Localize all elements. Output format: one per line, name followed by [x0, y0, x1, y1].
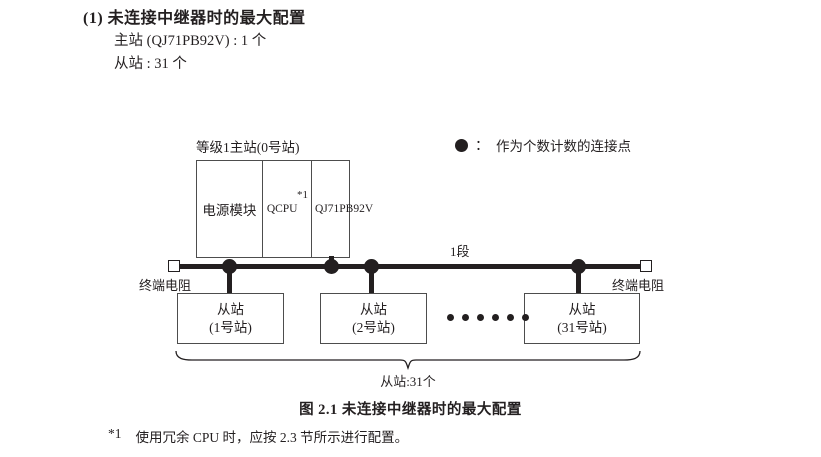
legend: ： 作为个数计数的连接点: [455, 135, 631, 155]
network-module-line1: QJ71: [315, 203, 340, 215]
master-station-label: 等级1主站(0号站): [196, 140, 300, 155]
ellipsis-dot: [462, 314, 469, 321]
legend-separator: ：: [475, 139, 489, 154]
connection-dot: [324, 259, 339, 274]
cpu-footnote-marker: *1: [297, 189, 308, 201]
terminal-resistor-left-icon: [168, 260, 180, 272]
ellipsis-dot: [477, 314, 484, 321]
slave-drop-line: [227, 266, 232, 294]
slave-station-number: (31号站): [557, 319, 607, 335]
legend-label: 作为个数计数的连接点: [496, 139, 631, 154]
slave-station-number: (1号站): [209, 319, 252, 335]
footnote-marker: *1: [108, 426, 122, 441]
brace-icon: [175, 350, 641, 370]
footnote-text: 使用冗余 CPU 时，应按 2.3 节所示进行配置。: [135, 430, 409, 445]
ellipsis-dot: [522, 314, 529, 321]
master-module-box: 电源模块 QCPU *1 QJ71 PB92V: [196, 160, 373, 258]
filled-circle-icon: [455, 138, 468, 152]
ellipsis-dot: [447, 314, 454, 321]
terminal-resistor-left-label: 终端电阻: [139, 278, 192, 293]
section-number: (1): [83, 10, 104, 27]
slave-drop-line: [576, 266, 581, 294]
bus-trunk-line: [176, 264, 646, 269]
slave-station-name: 从站: [360, 301, 387, 317]
slave-count-brace: [175, 350, 641, 370]
section-heading: (1) 未连接中继器时的最大配置: [83, 8, 683, 30]
ellipsis-dot: [507, 314, 514, 321]
slave-station-number: (2号站): [352, 319, 395, 335]
cpu-cell: QCPU *1: [263, 161, 312, 257]
slave-count-label: 从站:31个: [380, 374, 436, 389]
terminal-resistor-right-icon: [640, 260, 652, 272]
heading-line-master: 主站 (QJ71PB92V) : 1 个: [114, 33, 267, 49]
slave-station-name: 从站: [217, 301, 244, 317]
slave-station-box: 从站 (31号站): [524, 293, 640, 344]
page-title: 未连接中继器时的最大配置: [107, 10, 306, 27]
slave-station-box: 从站 (1号站): [177, 293, 284, 344]
network-module-line2: PB92V: [339, 203, 374, 215]
slave-station-box: 从站 (2号站): [320, 293, 427, 344]
ellipsis-dots: [447, 314, 529, 321]
cpu-label: QCPU: [266, 203, 298, 215]
slave-station-name: 从站: [568, 301, 596, 317]
figure-caption: 图 2.1 未连接中继器时的最大配置: [299, 402, 522, 418]
power-supply-cell: 电源模块: [197, 161, 263, 257]
slave-drop-line: [369, 266, 374, 294]
terminal-resistor-right-label: 终端电阻: [612, 278, 665, 293]
footnote: *1 使用冗余 CPU 时，应按 2.3 节所示进行配置。: [108, 426, 408, 446]
network-module-cell: QJ71 PB92V: [312, 161, 373, 257]
segment-label: 1段: [450, 244, 470, 259]
ellipsis-dot: [492, 314, 499, 321]
heading-line-slave: 从站 : 31 个: [114, 56, 187, 72]
heading-block: (1) 未连接中继器时的最大配置 主站 (QJ71PB92V) : 1 个 从站…: [83, 8, 683, 76]
